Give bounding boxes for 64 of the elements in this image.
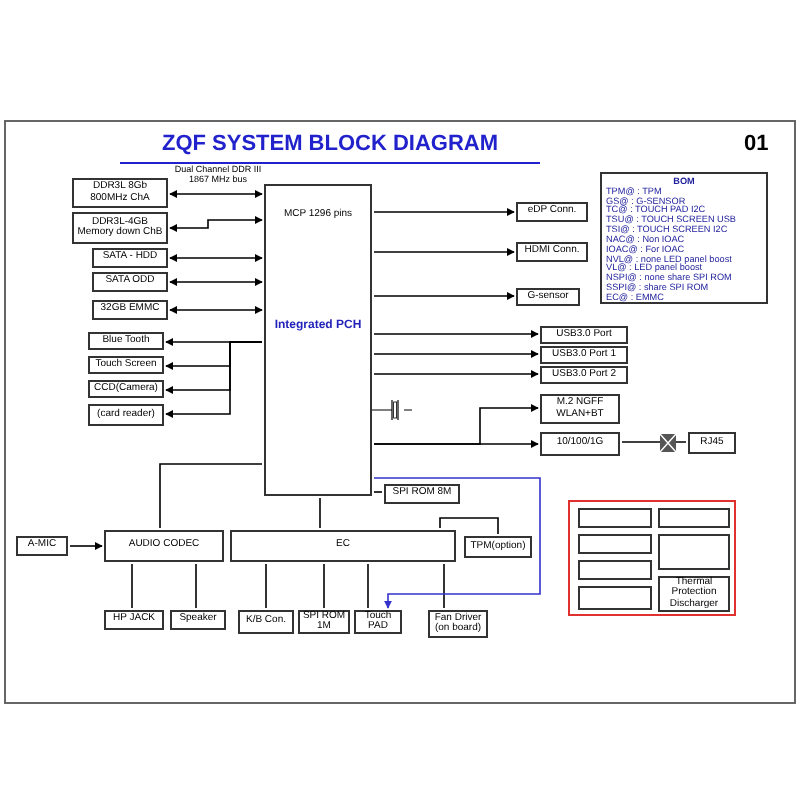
- empty-box: [578, 560, 652, 580]
- component-box: [540, 432, 620, 456]
- connector-line: [159, 463, 263, 529]
- connector-line: [621, 441, 687, 443]
- chip-box: [264, 184, 372, 496]
- component-box: [600, 172, 768, 304]
- component-box: [92, 272, 168, 292]
- component-box: [540, 346, 628, 364]
- component-box: [658, 576, 730, 612]
- arrow: [373, 208, 515, 216]
- connector-line: [319, 497, 321, 529]
- component-box: [238, 610, 294, 634]
- group-box: [568, 500, 736, 616]
- arrow: [165, 341, 263, 418]
- component-box: [92, 248, 168, 268]
- component-box: [104, 530, 224, 562]
- arrow: [373, 370, 539, 378]
- connector-line: [265, 563, 267, 609]
- component-box: [384, 484, 460, 504]
- arrow: [373, 330, 539, 338]
- connector-line: [367, 563, 369, 609]
- component-box: [516, 288, 580, 306]
- component-box: [354, 610, 402, 634]
- component-box: [170, 610, 226, 630]
- component-box: [16, 536, 68, 556]
- component-box: [88, 332, 164, 350]
- arrow: [373, 292, 515, 300]
- empty-box: [658, 534, 730, 570]
- component-box: [230, 530, 456, 562]
- component-box: [688, 432, 736, 454]
- component-box: [516, 242, 588, 262]
- empty-box: [578, 586, 652, 610]
- arrow: [169, 190, 263, 198]
- component-box: [88, 380, 164, 398]
- connector-line: [131, 563, 133, 609]
- arrow: [373, 440, 539, 448]
- arrow: [169, 216, 263, 232]
- empty-box: [578, 534, 652, 554]
- connector-line: [323, 563, 325, 609]
- component-box: [540, 394, 620, 424]
- component-box: [464, 536, 532, 558]
- arrow: [169, 278, 263, 286]
- connector-line: [439, 517, 499, 535]
- page-number: 01: [744, 130, 769, 160]
- component-box: [104, 610, 164, 630]
- diagram-title: ZQF SYSTEM BLOCK DIAGRAM: [120, 128, 540, 163]
- component-box: [72, 178, 168, 208]
- component-box: [88, 404, 164, 426]
- component-box: [540, 326, 628, 344]
- arrow: [373, 350, 539, 358]
- component-box: [92, 300, 168, 320]
- component-box: [88, 356, 164, 374]
- arrow: [69, 542, 103, 550]
- component-box: [540, 366, 628, 384]
- empty-box: [658, 508, 730, 528]
- connector-line: [373, 491, 383, 493]
- empty-box: [578, 508, 652, 528]
- arrow: [373, 477, 541, 609]
- component-box: [516, 202, 588, 222]
- connector-line: [443, 563, 445, 609]
- arrow: [373, 248, 515, 256]
- arrow: [169, 306, 263, 314]
- arrow: [169, 254, 263, 262]
- connector-line: [195, 563, 197, 609]
